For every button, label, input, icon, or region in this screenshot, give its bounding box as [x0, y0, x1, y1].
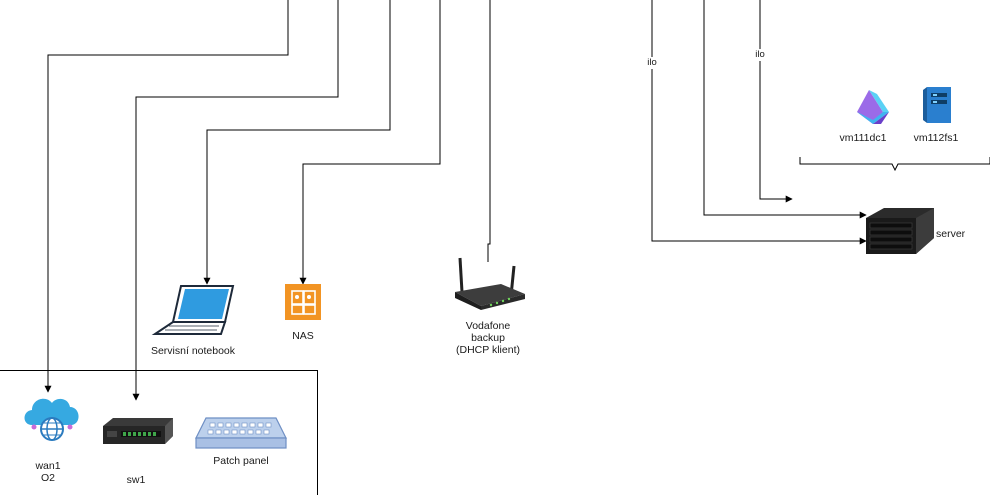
patch-panel-icon: [195, 417, 287, 449]
cloud-globe-icon: [24, 398, 79, 441]
rack-enclosure: [0, 370, 318, 495]
router-icon: [455, 257, 525, 310]
server-icon: [866, 208, 934, 254]
vodafone-label-line3: (DHCP klient): [456, 344, 520, 356]
patch-panel-label: Patch panel: [213, 455, 269, 467]
o2-label: O2: [40, 472, 55, 484]
vm111dc1-label: vm111dc1: [839, 132, 887, 144]
nas-icon: [285, 284, 321, 320]
vm-group-brace: [799, 157, 990, 172]
connector-nas: [299, 0, 441, 285]
ilo-left-label: ilo: [644, 57, 660, 69]
connector-ilo-right: [759, 0, 793, 203]
connector-sw1: [132, 0, 339, 401]
ilo-right-label: ilo: [752, 49, 768, 61]
connector-vodafone: [487, 0, 491, 262]
connector-wan1: [44, 0, 289, 393]
connector-ilo-left: [651, 0, 867, 245]
connector-server: [703, 0, 867, 219]
servisni-notebook-label: Servisní notebook: [150, 345, 236, 357]
vodafone-label-line1: Vodafone: [465, 320, 511, 332]
file-server-icon: [923, 87, 951, 123]
connections-right: [651, 0, 867, 245]
sw1-label: sw1: [126, 474, 146, 486]
wan1-label: wan1: [35, 460, 61, 472]
connector-notebook: [203, 0, 391, 285]
connections-left: [44, 0, 491, 401]
vodafone-label-line2: backup: [471, 332, 505, 344]
server-label: server: [936, 228, 966, 240]
vm112fs1-label: vm112fs1: [913, 132, 959, 144]
azure-vm-icon: [857, 90, 889, 124]
switch-icon: [103, 418, 173, 444]
laptop-icon: [151, 285, 235, 335]
nas-label: NAS: [292, 330, 314, 342]
